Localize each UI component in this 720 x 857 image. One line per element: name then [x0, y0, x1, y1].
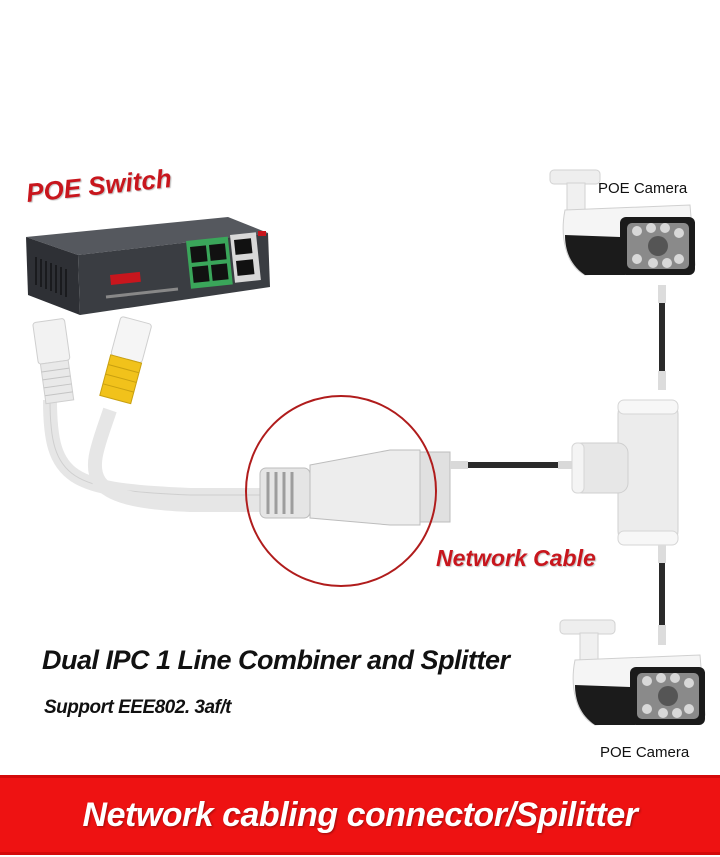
bottom-camera-icon — [559, 619, 706, 726]
t-splitter-icon — [571, 399, 679, 546]
cable-to-top-camera — [658, 285, 666, 390]
bottom-banner: Network cabling connector/Spilitter — [0, 775, 720, 855]
top-camera-label: POE Camera — [598, 180, 688, 197]
banner-text: Network cabling connector/Spilitter — [82, 795, 638, 834]
product-title: Dual IPC 1 Line Combiner and Splitter — [42, 645, 510, 675]
cable-to-bottom-camera — [658, 545, 666, 645]
top-camera-icon — [549, 169, 696, 276]
magnifier-circle — [245, 395, 437, 587]
network-cable-label: Network Cable — [436, 545, 596, 571]
poe-switch-label: POE Switch — [24, 162, 174, 209]
bottom-camera-label: POE Camera — [600, 744, 690, 761]
product-subtitle: Support EEE802. 3af/t — [44, 697, 231, 718]
patch-cable-icon — [450, 461, 575, 469]
poe-switch-icon — [26, 217, 270, 315]
